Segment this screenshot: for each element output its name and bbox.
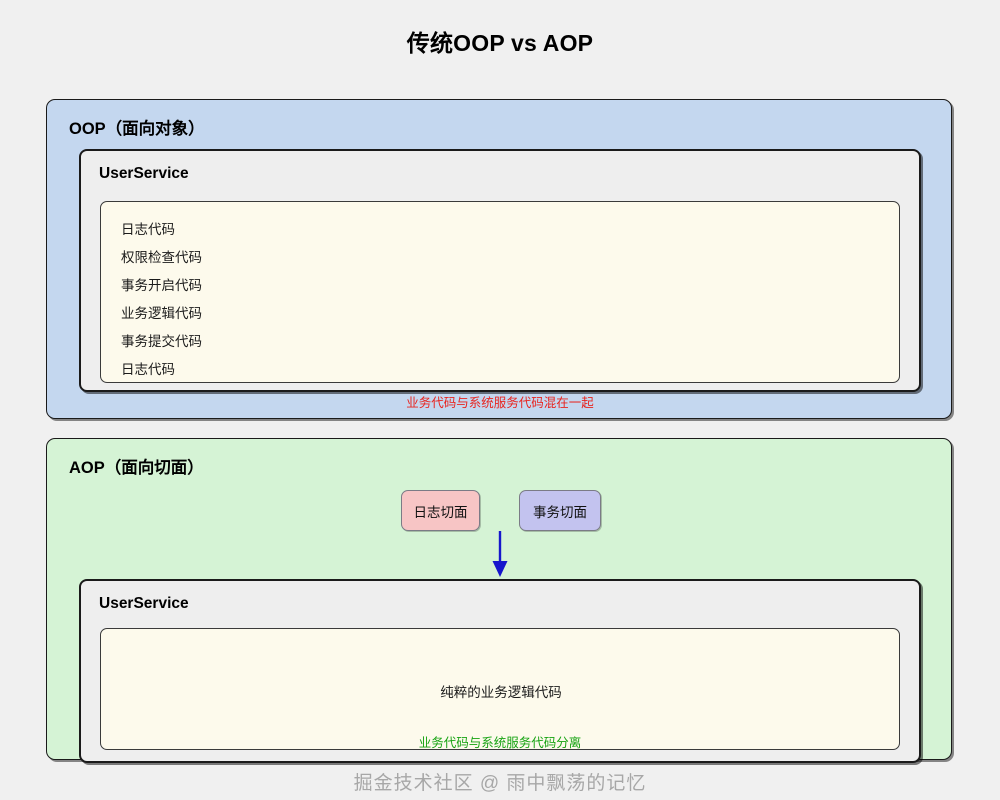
aop-code-text: 纯粹的业务逻辑代码 [440,685,562,700]
code-line: 事务提交代码 [121,334,202,349]
oop-service-title: UserService [99,165,189,182]
oop-note: 业务代码与系统服务代码混在一起 [406,396,594,410]
aspect-chip-transaction[interactable]: 事务切面 [519,490,601,531]
watermark: 掘金技术社区 @ 雨中飘荡的记忆 [353,773,647,794]
code-line: 权限检查代码 [121,250,202,265]
down-arrow-icon [489,531,511,579]
oop-code-block: 日志代码 权限检查代码 事务开启代码 业务逻辑代码 事务提交代码 日志代码 [100,201,900,383]
code-line: 日志代码 [121,222,175,237]
page-title: 传统OOP vs AOP [406,30,594,56]
code-line: 事务开启代码 [121,278,202,293]
aspect-chip-log-label: 日志切面 [413,504,468,520]
aop-note: 业务代码与系统服务代码分离 [418,736,582,750]
aop-panel-label: AOP（面向切面） [69,459,204,477]
oop-panel-label: OOP（面向对象） [69,120,205,138]
aop-code-block: 纯粹的业务逻辑代码 [100,628,900,750]
code-line: 业务逻辑代码 [121,306,202,321]
aspect-chip-log[interactable]: 日志切面 [401,490,480,531]
code-line: 日志代码 [121,362,175,377]
aop-service-title: UserService [99,595,189,612]
aspect-chip-transaction-label: 事务切面 [533,504,587,520]
